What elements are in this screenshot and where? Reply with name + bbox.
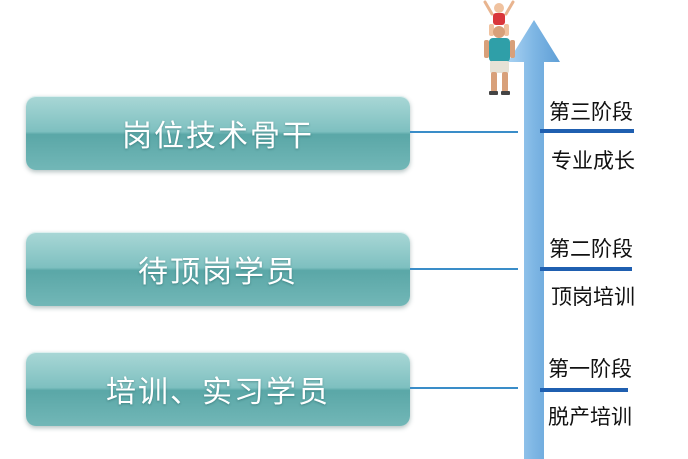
role-label: 岗位技术骨干	[122, 119, 314, 154]
connector-line	[410, 268, 518, 270]
stage-marker	[540, 129, 634, 133]
stage-title: 第三阶段	[549, 100, 633, 124]
role-label: 待顶岗学员	[138, 255, 298, 290]
stage-subtitle: 脱产培训	[548, 405, 632, 429]
stage-subtitle: 顶岗培训	[551, 285, 635, 309]
stage-subtitle: 专业成长	[551, 149, 635, 173]
stage-marker	[540, 267, 632, 271]
connector-line	[410, 387, 518, 389]
stage-title: 第二阶段	[549, 237, 633, 261]
role-card-technical-backbone: 岗位技术骨干	[26, 96, 410, 170]
role-label: 培训、实习学员	[106, 375, 330, 410]
stage-title: 第一阶段	[548, 357, 632, 381]
connector-line	[410, 131, 518, 133]
role-card-training-intern: 培训、实习学员	[26, 352, 410, 426]
stage-marker	[540, 388, 628, 392]
role-card-pending-trainee: 待顶岗学员	[26, 232, 410, 306]
growth-arrow-icon	[508, 20, 560, 459]
parent-child-figure-icon	[483, 0, 515, 95]
